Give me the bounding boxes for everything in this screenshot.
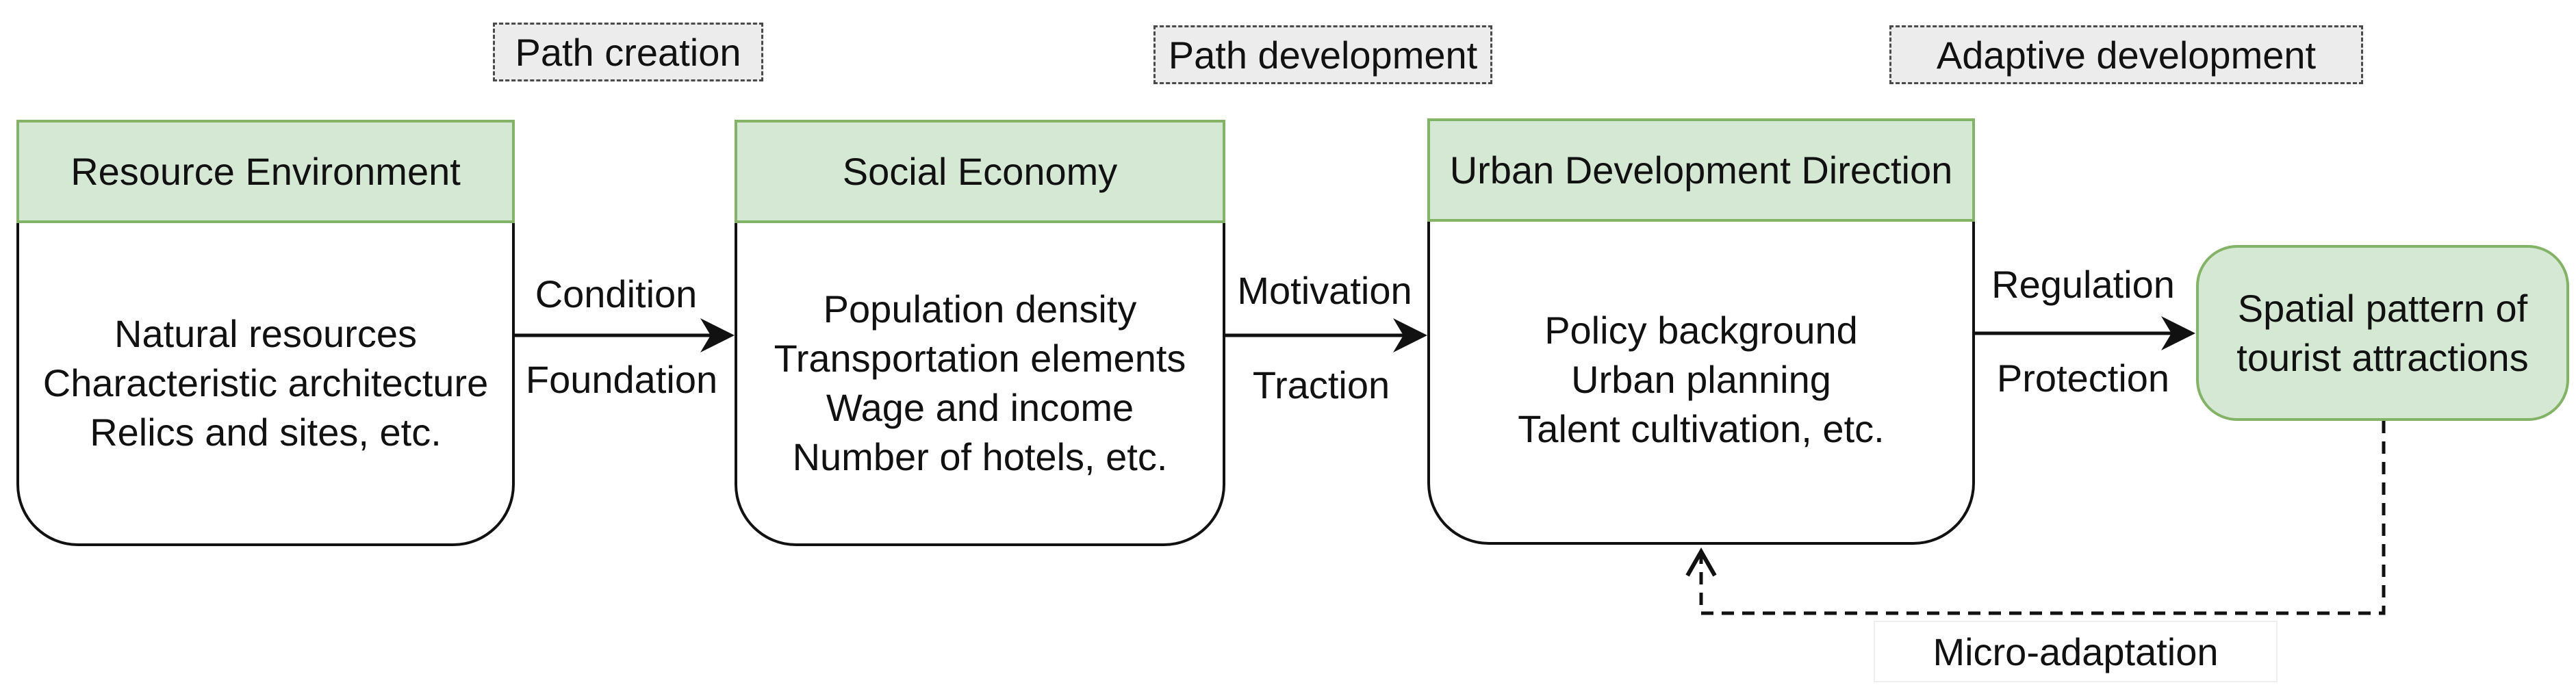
- list-item: Characteristic architecture: [42, 361, 489, 404]
- list-item: Relics and sites, etc.: [90, 411, 442, 454]
- edge-label-regulation: Regulation: [1987, 262, 2179, 307]
- spatial-pattern-line: Spatial pattern of: [2237, 286, 2528, 330]
- list-item: Natural resources: [114, 312, 417, 355]
- list-item: Number of hotels, etc.: [792, 435, 1168, 478]
- spatial-pattern-line: tourist attractions: [2236, 335, 2529, 379]
- edge-label-foundation: Foundation: [521, 357, 722, 402]
- list-item: Talent cultivation, etc.: [1518, 407, 1885, 450]
- list-item: Population density: [823, 287, 1137, 331]
- phase-path-creation: Path creation: [493, 23, 763, 81]
- social-economy-box: [735, 220, 1225, 546]
- urban-development-items: Policy background Urban planning Talent …: [1427, 226, 1975, 534]
- edge-feedback: [1685, 421, 2386, 615]
- phase-adaptive-development: Adaptive development: [1889, 25, 2363, 84]
- urban-development-box: [1427, 219, 1975, 545]
- spatial-pattern-box: Spatial pattern of tourist attractions: [2196, 245, 2569, 421]
- edge-label-micro-adaptation: Micro-adaptation: [1874, 621, 2278, 682]
- phase-path-development: Path development: [1153, 25, 1492, 84]
- list-item: Wage and income: [826, 386, 1134, 429]
- edge-label-condition: Condition: [531, 272, 702, 316]
- edge-label-motivation: Motivation: [1233, 268, 1416, 313]
- list-item: Policy background: [1544, 309, 1858, 352]
- list-item: Transportation elements: [774, 337, 1186, 380]
- resource-environment-header: Resource Environment: [16, 120, 515, 223]
- edge-label-protection: Protection: [1992, 356, 2174, 400]
- social-economy-header: Social Economy: [735, 120, 1225, 223]
- resource-environment-box: [16, 220, 515, 546]
- resource-environment-items: Natural resources Characteristic archite…: [16, 226, 515, 541]
- edge-label-traction: Traction: [1248, 363, 1394, 407]
- list-item: Urban planning: [1571, 358, 1831, 401]
- social-economy-items: Population density Transportation elemen…: [735, 240, 1225, 527]
- urban-development-header: Urban Development Direction: [1427, 118, 1975, 222]
